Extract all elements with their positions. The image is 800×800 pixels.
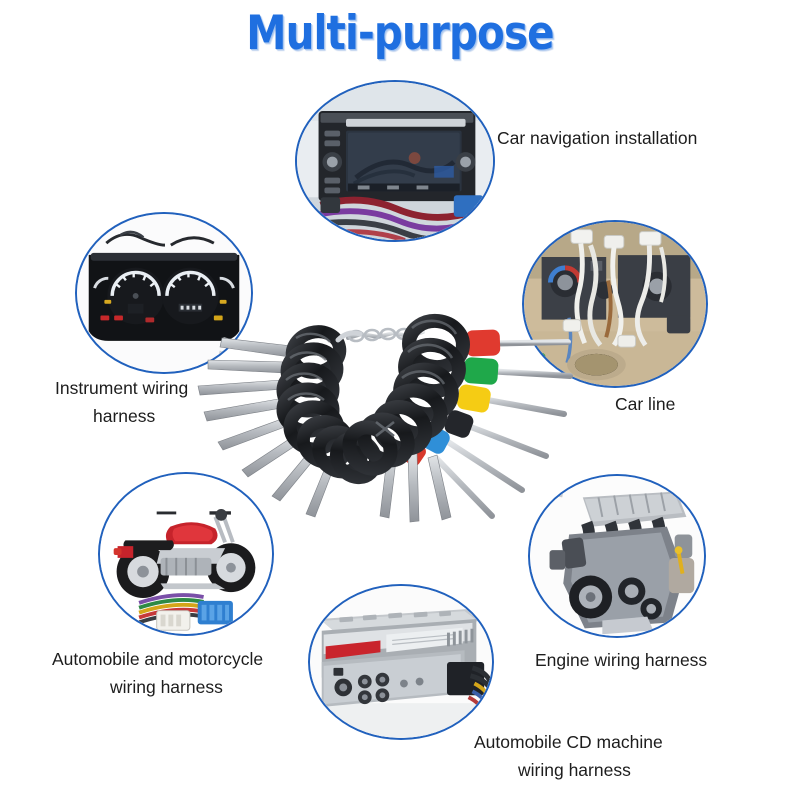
caption-instrument-cluster: Instrument wiring harness: [55, 374, 188, 431]
caption-car-navigation-line1: Car navigation installation: [497, 128, 698, 148]
chain-link: [335, 327, 425, 343]
caption-engine-line1: Engine wiring harness: [535, 650, 708, 670]
bubble-car-navigation: [295, 80, 495, 242]
caption-instrument-cluster-line1: Instrument wiring: [55, 378, 189, 398]
caption-cd-machine: Automobile CD machine wiring harness: [474, 728, 663, 785]
tool-group-left: [197, 325, 383, 518]
photo-car-navigation-head-unit: [297, 82, 493, 240]
photo-car-cd-stereo-unit-rear: [310, 586, 492, 738]
tip-black: [444, 410, 474, 438]
caption-motorcycle: Automobile and motorcycle wiring harness: [52, 645, 263, 702]
photo-red-motorcycle-with-harness-plugs: [100, 474, 272, 634]
tool-group-right: [342, 313, 573, 523]
tip-red: [465, 329, 501, 357]
caption-cd-machine-line1: Automobile CD machine: [474, 732, 663, 752]
caption-motorcycle-line2: wiring harness: [110, 677, 223, 698]
page-title: Multi-purpose: [246, 6, 554, 61]
caption-car-line: Car line: [615, 390, 675, 418]
tip-yellow: [457, 384, 491, 413]
bubble-engine: [528, 474, 706, 638]
caption-cd-machine-line2: wiring harness: [518, 760, 631, 781]
tip-green: [463, 357, 499, 385]
caption-engine: Engine wiring harness: [535, 646, 707, 674]
bubble-cd-machine: [308, 584, 494, 740]
caption-instrument-cluster-line2: harness: [93, 406, 156, 427]
bubble-motorcycle: [98, 472, 274, 636]
photo-car-engine-block: [530, 476, 704, 636]
product-tool-set: [180, 300, 600, 580]
caption-car-navigation: Car navigation installation: [497, 124, 697, 152]
caption-car-line-line1: Car line: [615, 394, 676, 414]
caption-motorcycle-line1: Automobile and motorcycle: [52, 649, 264, 669]
